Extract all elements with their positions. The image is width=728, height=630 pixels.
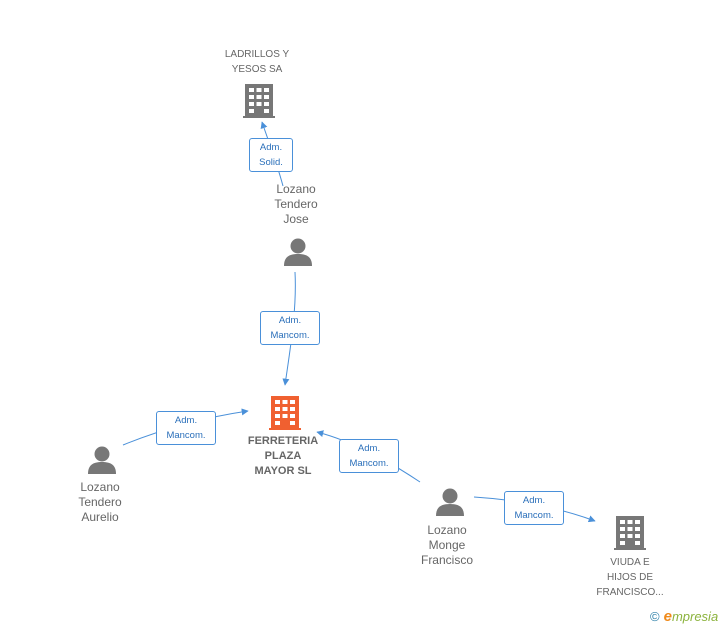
company-label-viuda[interactable]: VIUDA E HIJOS DE FRANCISCO... — [584, 555, 676, 600]
person-icon-aurelio — [88, 446, 116, 474]
label-line: LADRILLOS Y — [224, 49, 290, 60]
label-line: Lozano — [80, 480, 120, 494]
label-line: YESOS SA — [231, 64, 283, 75]
edge-label-line: Mancom. — [270, 330, 310, 341]
brand-name: mpresia — [671, 609, 719, 624]
label-line: FRANCISCO... — [596, 587, 664, 598]
building-icon-ferreteria — [269, 396, 301, 430]
edge-label-line: Mancom. — [166, 430, 206, 441]
edge-label-line: Adm. — [259, 142, 283, 153]
label-line: MAYOR SL — [254, 465, 312, 477]
label-line: Aurelio — [81, 510, 119, 524]
edge-label-line: Adm. — [278, 315, 302, 326]
person-label-francisco[interactable]: Lozano Monge Francisco — [407, 523, 487, 568]
label-line: FERRETERIA — [247, 435, 319, 447]
edge-label-aurelio-ferreteria[interactable]: Adm. Mancom. — [156, 411, 216, 445]
edge-label-jose-ferreteria[interactable]: Adm. Mancom. — [260, 311, 320, 345]
empresia-credit[interactable]: ©empresia — [650, 608, 718, 625]
edge-label-line: Mancom. — [514, 510, 554, 521]
label-line: Tendero — [274, 197, 318, 211]
edge-label-line: Adm. — [174, 415, 198, 426]
company-label-ladrillos[interactable]: LADRILLOS Y YESOS SA — [205, 47, 309, 77]
brand-initial: e — [663, 608, 672, 625]
label-line: Monge — [428, 538, 466, 552]
label-line: Lozano — [276, 182, 316, 196]
copyright-symbol: © — [650, 609, 660, 624]
edge-label-line: Solid. — [259, 157, 283, 168]
label-line: PLAZA — [264, 450, 302, 462]
edge-label-line: Adm. — [357, 443, 381, 454]
label-line: Francisco — [420, 553, 473, 567]
label-line: Jose — [283, 212, 309, 226]
person-label-jose[interactable]: Lozano Tendero Jose — [256, 182, 336, 227]
edge-label-line: Mancom. — [349, 458, 389, 469]
edge-label-francisco-ferreteria[interactable]: Adm. Mancom. — [339, 439, 399, 473]
edge-label-jose-ladrillos[interactable]: Adm. Solid. — [249, 138, 293, 172]
building-icon-viuda — [614, 516, 646, 550]
person-label-aurelio[interactable]: Lozano Tendero Aurelio — [60, 480, 140, 525]
label-line: Lozano — [427, 523, 467, 537]
building-icon-ladrillos — [243, 84, 275, 118]
person-icon-jose — [284, 238, 312, 266]
person-icon-francisco — [436, 488, 464, 516]
edge-label-francisco-viuda[interactable]: Adm. Mancom. — [504, 491, 564, 525]
label-line: Tendero — [78, 495, 122, 509]
label-line: HIJOS DE — [606, 572, 654, 583]
label-line: VIUDA E — [610, 557, 650, 568]
edge-label-line: Adm. — [522, 495, 546, 506]
company-label-ferreteria[interactable]: FERRETERIA PLAZA MAYOR SL — [235, 434, 331, 479]
